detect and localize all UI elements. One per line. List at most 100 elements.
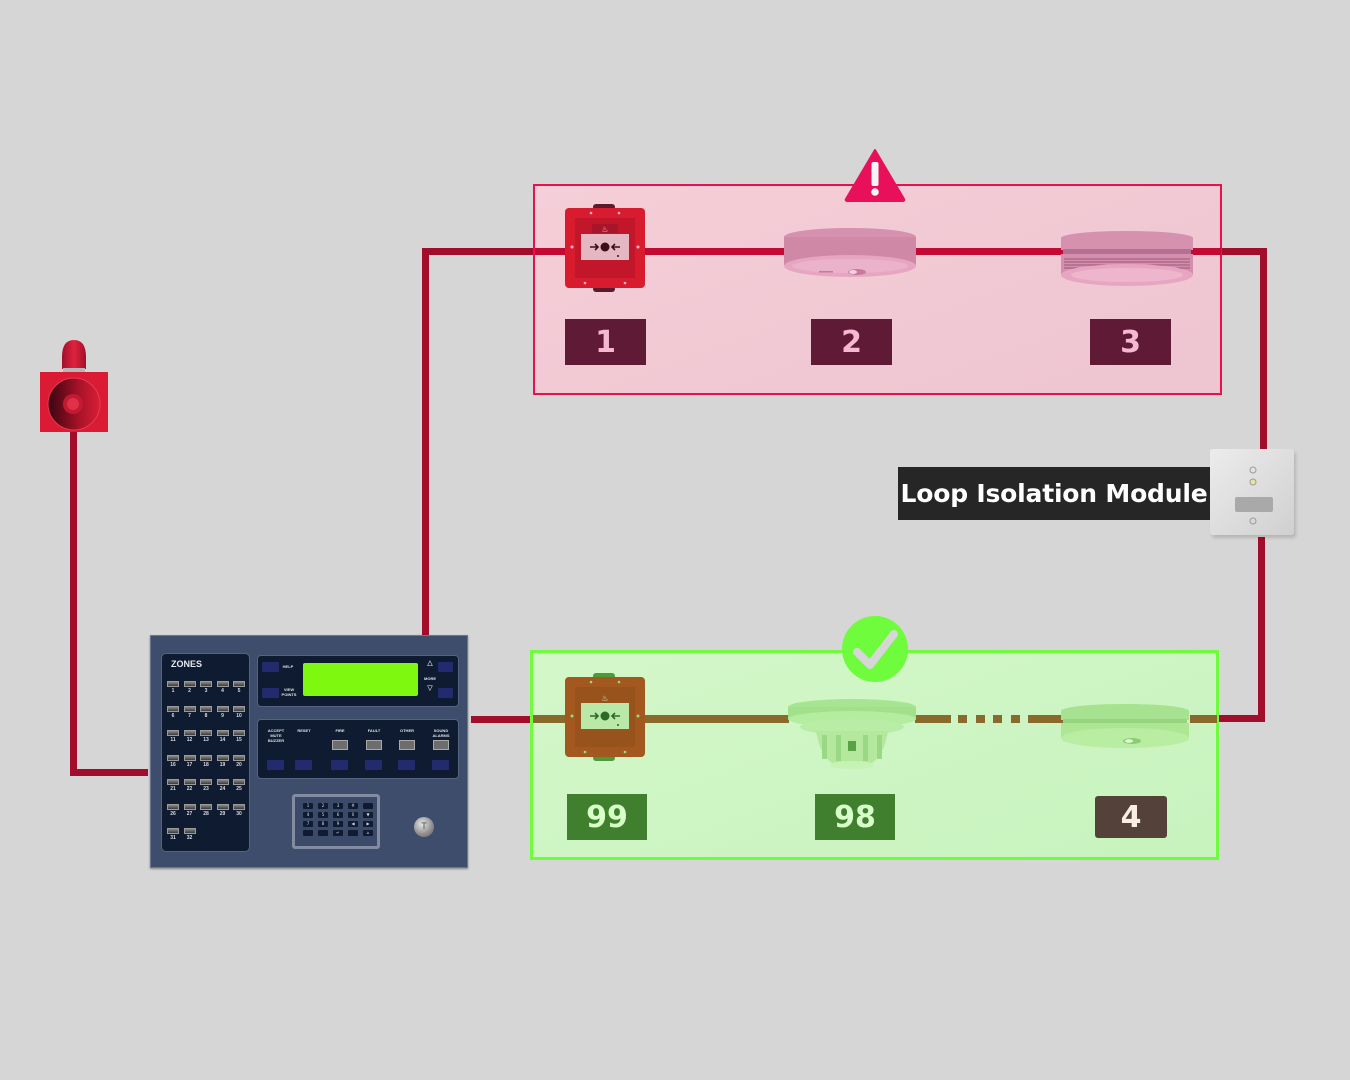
zone-led: [167, 730, 179, 736]
keypad-key[interactable]: [318, 830, 328, 836]
zone-number-label: 15: [236, 737, 242, 743]
view-points-label: VIEW POINTS: [281, 687, 297, 697]
key-switch-icon[interactable]: T: [414, 817, 434, 837]
zone-led: [167, 681, 179, 687]
zone-number-label: 25: [236, 786, 242, 792]
loop-wire-panel-up: [422, 248, 429, 636]
scroll-down-icon[interactable]: ▽: [427, 685, 433, 692]
control-button[interactable]: [365, 760, 382, 770]
optical-smoke-detector-icon[interactable]: [1059, 702, 1193, 752]
control-button[interactable]: [295, 760, 312, 770]
keypad-key[interactable]: 7: [303, 821, 313, 827]
zone-led: [183, 705, 196, 712]
help-button[interactable]: [262, 662, 279, 672]
keypad-key[interactable]: [348, 830, 358, 836]
scroll-up-icon[interactable]: △: [427, 660, 433, 667]
zone-number-label: 10: [236, 712, 242, 719]
zone-led: [167, 828, 179, 834]
more-up-button[interactable]: [438, 662, 453, 672]
isolator-module-icon[interactable]: [1210, 449, 1294, 535]
keypad-key[interactable]: [363, 803, 373, 809]
loop-wire-ok-zone-dash-4: [1011, 715, 1020, 723]
keypad-key[interactable]: ◀: [348, 821, 358, 827]
control-label: SOUND ALARMS: [432, 728, 450, 738]
zone-number-label: 32: [186, 835, 193, 841]
zone-led: [200, 705, 212, 712]
warning-triangle-icon: [844, 149, 906, 202]
keypad-key[interactable]: 5: [318, 812, 328, 818]
zone-led: [183, 681, 196, 687]
help-label: HELP: [282, 664, 294, 669]
keypad-key[interactable]: #: [348, 803, 358, 809]
control-button[interactable]: [398, 760, 415, 770]
smoke-detector-vented-icon[interactable]: [1058, 229, 1196, 291]
zone-led: [233, 779, 245, 785]
zone-number-label: 31: [170, 835, 176, 841]
loop-wire-top-left: [422, 248, 534, 255]
loop-wire-ok-zone-1: [533, 715, 789, 723]
zone-led: [233, 754, 245, 761]
keypad-key[interactable]: 6: [333, 812, 343, 818]
control-button[interactable]: [267, 760, 284, 770]
svg-text:♨: ♨: [601, 694, 608, 703]
more-down-button[interactable]: [438, 688, 453, 698]
sounder-wire-horizontal: [70, 769, 148, 776]
zone-number-label: 23: [203, 786, 209, 792]
control-label: FIRE: [335, 728, 345, 733]
device-label-4: 4: [1095, 796, 1167, 838]
zone-led: [216, 779, 229, 785]
zone-led: [200, 730, 212, 736]
loop-isolation-module-label: Loop Isolation Module: [898, 467, 1210, 520]
keypad-key[interactable]: ▶: [363, 821, 373, 827]
manual-call-point-icon[interactable]: ♨: [563, 203, 647, 293]
device-label-98: 98: [815, 794, 895, 840]
status-indicator: [433, 740, 449, 750]
optical-smoke-detector-icon[interactable]: [781, 226, 919, 282]
zone-led: [200, 803, 212, 810]
keypad-key[interactable]: 0: [348, 812, 358, 818]
heat-detector-icon[interactable]: [786, 697, 918, 773]
zone-number-label: 12: [186, 737, 193, 743]
control-button[interactable]: [432, 760, 449, 770]
zone-led: [216, 730, 229, 736]
zone-led: [216, 803, 229, 810]
zone-led: [167, 803, 179, 810]
loop-wire-top-right: [1221, 248, 1267, 255]
keypad-key[interactable]: 1: [303, 803, 313, 809]
keypad-key[interactable]: ⌂: [363, 830, 373, 836]
zone-led: [167, 754, 179, 761]
view-points-button[interactable]: [262, 688, 279, 698]
keypad-key[interactable]: 8: [318, 821, 328, 827]
zone-number-label: 20: [236, 761, 242, 768]
sounder-beacon-icon[interactable]: [39, 337, 109, 433]
keypad-key[interactable]: ▼: [363, 812, 373, 818]
keypad-key[interactable]: 3: [333, 803, 343, 809]
keypad-key[interactable]: 2: [318, 803, 328, 809]
control-button[interactable]: [331, 760, 348, 770]
loop-wire-ok-zone-dash-1: [958, 715, 967, 723]
zone-number-label: 3: [204, 688, 208, 694]
more-label: MORE: [424, 676, 436, 681]
zone-led: [183, 828, 196, 834]
keypad-key[interactable]: ↵: [333, 830, 343, 836]
zone-led: [216, 754, 229, 761]
display-section: HELP VIEW POINTS △ MORE ▽: [257, 655, 459, 707]
keypad-key[interactable]: 9: [333, 821, 343, 827]
zone-led: [200, 779, 212, 785]
lcd-display: [303, 663, 418, 696]
keypad-key[interactable]: 4: [303, 812, 313, 818]
check-circle-icon: [842, 616, 908, 682]
control-label: OTHER: [400, 728, 414, 733]
zones-title: ZONES: [171, 659, 203, 669]
zone-number-label: 1: [171, 688, 175, 694]
keypad-key[interactable]: [303, 830, 313, 836]
loop-wire-ok-zone-dash-2: [976, 715, 985, 723]
zone-number-label: 28: [203, 810, 209, 817]
status-indicator: [366, 740, 382, 750]
manual-call-point-icon[interactable]: ♨: [563, 672, 647, 762]
zone-led: [167, 705, 179, 712]
loop-wire-right-upper: [1260, 248, 1267, 450]
